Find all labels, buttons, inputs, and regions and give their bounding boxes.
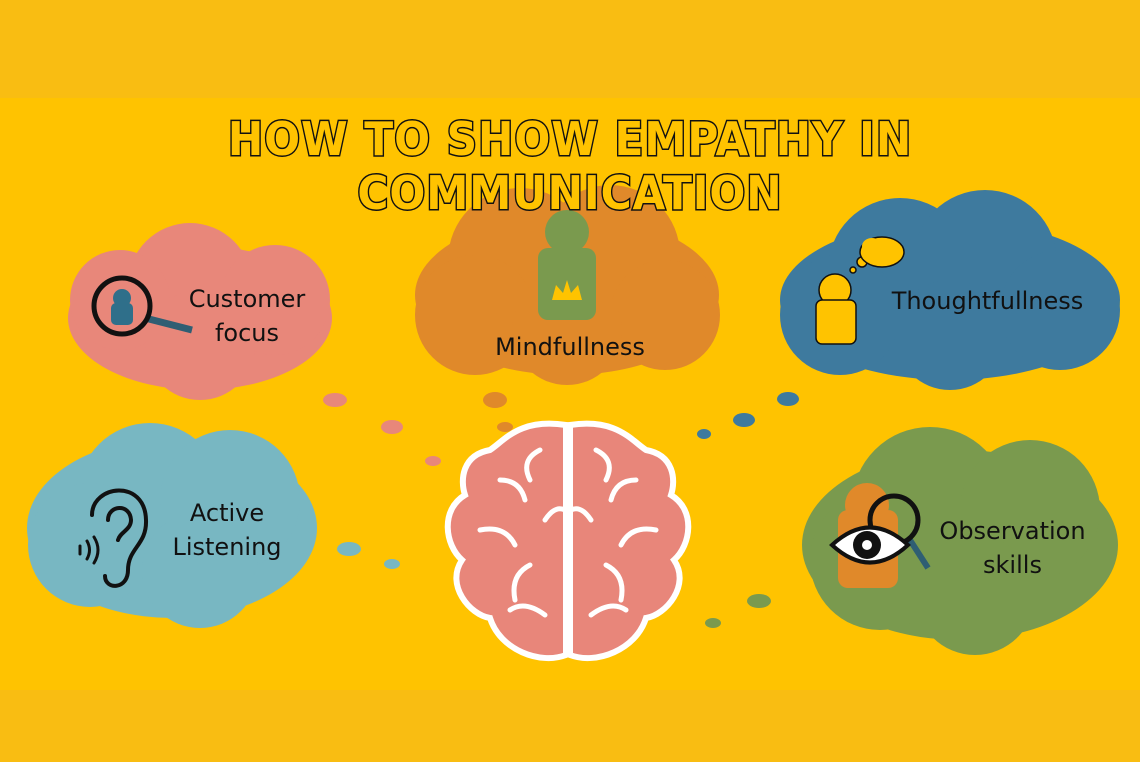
magnifier-person-icon [91,275,193,337]
brain-icon [444,420,692,662]
label-line: Customer [188,285,306,313]
label-line: Active [189,499,265,527]
page-title: How to Show Empathy in Communication [226,111,913,222]
label-active-listening: Active Listening [162,496,292,564]
cloud-active-listening [27,423,317,628]
ear-icon [78,488,149,588]
eye-magnifier-icon [829,483,931,588]
label-line: Observation [939,517,1086,545]
label-line: Thoughtfullness [891,287,1084,315]
label-line: skills [983,551,1042,579]
label-thoughtfullness: Thoughtfullness [880,284,1095,318]
label-line: Listening [172,533,282,561]
label-line: focus [214,319,280,347]
top-band [0,0,1140,98]
person-thought-bubble-icon [815,236,905,345]
connector-dots [323,392,799,628]
label-observation-skills: Observation skills [930,514,1095,582]
label-mindfullness: Mindfullness [480,330,660,364]
label-line: Mindfullness [495,333,645,361]
bottom-band [0,690,1140,762]
label-customer-focus: Customer focus [182,282,312,350]
person-lotus-icon [538,210,596,320]
